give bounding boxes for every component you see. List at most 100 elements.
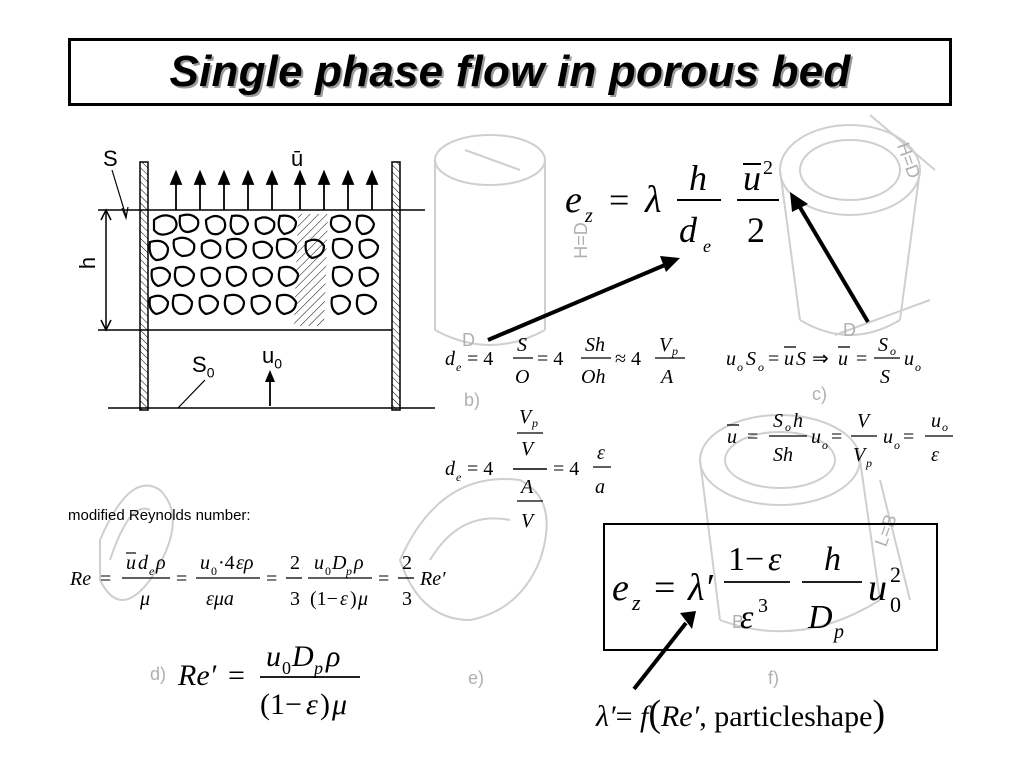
svg-text:V: V — [857, 410, 872, 432]
equation-continuity: u o S o = u S ⇒ u = S o S u o — [726, 334, 921, 388]
svg-text:2: 2 — [763, 157, 773, 179]
svg-text:o: o — [890, 344, 896, 358]
svg-text:Sh: Sh — [773, 444, 793, 466]
svg-text:e: e — [456, 470, 462, 484]
svg-text:O: O — [515, 366, 529, 388]
svg-text:2: 2 — [402, 552, 412, 574]
svg-text:o: o — [894, 438, 900, 452]
svg-text:(1−: (1− — [310, 588, 338, 610]
svg-text:=: = — [378, 568, 389, 590]
svg-text:d: d — [679, 210, 698, 250]
panel-label-c: c) — [812, 384, 827, 404]
svg-text:Re′: Re′ — [178, 659, 217, 692]
svg-text:u: u — [126, 552, 136, 574]
svg-text:u: u — [838, 348, 848, 370]
label-u0: u0 — [262, 343, 283, 372]
svg-text:V: V — [659, 334, 674, 356]
left-wall — [139, 161, 149, 411]
svg-text:A: A — [519, 476, 534, 498]
svg-text:e: e — [565, 179, 582, 221]
svg-text:μ: μ — [139, 588, 150, 610]
svg-text:= 4: = 4 — [537, 348, 563, 370]
svg-text:o: o — [785, 420, 791, 434]
svg-text:λ′: λ′ — [687, 567, 713, 609]
svg-text:ε: ε — [740, 599, 754, 636]
reynolds-label: modified Reynolds number: — [68, 507, 251, 524]
svg-text:=: = — [768, 348, 779, 370]
svg-text:1−: 1− — [728, 541, 764, 578]
svg-text:e: e — [703, 236, 711, 256]
svg-text:V: V — [521, 438, 536, 460]
equation-interstitial-velocity: u = S o h Sh u o = V V p u o = u o ε — [727, 410, 953, 470]
svg-text:S: S — [746, 348, 756, 370]
svg-text:⇒: ⇒ — [812, 348, 829, 370]
equation-lambda-relation: λ′= f(Re′, particleshape) — [596, 693, 886, 735]
svg-text:2: 2 — [290, 552, 300, 574]
svg-text:u: u — [811, 426, 821, 448]
equation-ez-ergun: e z = λ′ 1− ε ε 3 h D p u 2 0 — [612, 541, 901, 643]
svg-text:p: p — [312, 658, 323, 678]
panel-label-d-small-c: D — [843, 320, 856, 340]
svg-text:u: u — [266, 640, 281, 673]
svg-text:2: 2 — [747, 210, 765, 250]
label-S: S — [103, 146, 118, 171]
label-h: h — [75, 256, 101, 270]
svg-text:S: S — [878, 334, 888, 356]
svg-text:0: 0 — [890, 592, 901, 617]
label-u-bar: ū — [291, 146, 304, 171]
panel-label-d: d) — [150, 664, 167, 684]
svg-text:ρ: ρ — [155, 552, 166, 574]
equation-de-definition: d e = 4 S O = 4 Sh Oh ≈ 4 V p A — [445, 334, 685, 388]
svg-text:2: 2 — [890, 562, 901, 587]
svg-text:a: a — [595, 476, 605, 498]
svg-text:·4: ·4 — [218, 552, 235, 574]
boxed-equation-frame — [603, 523, 938, 651]
svg-text:3: 3 — [402, 588, 412, 610]
panel-label-d-small: D — [462, 330, 475, 350]
svg-text:u: u — [743, 158, 761, 198]
svg-text:Re: Re — [70, 568, 91, 590]
svg-text:Oh: Oh — [581, 366, 605, 388]
svg-text:S: S — [773, 410, 783, 432]
svg-text:= 4: = 4 — [467, 458, 493, 480]
svg-text:o: o — [822, 438, 828, 452]
svg-text:V: V — [853, 444, 868, 466]
bed-particles — [148, 213, 380, 316]
svg-text:o: o — [758, 360, 764, 374]
svg-text:Sh: Sh — [585, 334, 605, 356]
svg-text:u: u — [727, 426, 737, 448]
panel-label-e: e) — [468, 668, 485, 688]
equation-de-porosity: d e = 4 V p V A V = 4 ε a — [445, 406, 611, 532]
svg-text:e: e — [612, 567, 629, 609]
equation-reynolds-expansion: Re = u d e ρ μ = u 0 ·4 ερ εμa = 2 3 u 0… — [70, 552, 446, 610]
inflow-arrow — [265, 370, 275, 382]
svg-text:=: = — [654, 567, 675, 609]
svg-text:0: 0 — [282, 658, 291, 678]
svg-text:): ) — [350, 588, 357, 610]
svg-text:S: S — [796, 348, 806, 370]
svg-text:u: u — [868, 567, 887, 609]
svg-text:V: V — [521, 510, 536, 532]
svg-text:ε: ε — [931, 444, 939, 466]
svg-text:o: o — [942, 420, 948, 434]
svg-text:=: = — [609, 180, 629, 220]
svg-text:εμa: εμa — [206, 588, 234, 610]
svg-text:ε: ε — [306, 688, 318, 721]
svg-text:u: u — [904, 348, 914, 370]
panel-label-f: f) — [768, 668, 779, 688]
svg-text:A: A — [659, 366, 674, 388]
title-box: Single phase flow in porous bed — [68, 38, 952, 106]
svg-text:=: = — [100, 568, 111, 590]
hatched-channel — [294, 214, 328, 326]
label-S0: S0 — [192, 352, 215, 381]
svg-text:d: d — [138, 552, 149, 574]
svg-text:p: p — [671, 344, 678, 358]
svg-text:(1−: (1− — [260, 688, 302, 721]
svg-text:ε: ε — [597, 442, 605, 464]
svg-text:u: u — [200, 552, 210, 574]
svg-text:o: o — [915, 360, 921, 374]
svg-text:ε: ε — [768, 541, 782, 578]
svg-text:h: h — [824, 541, 841, 578]
svg-text:e: e — [149, 564, 155, 578]
